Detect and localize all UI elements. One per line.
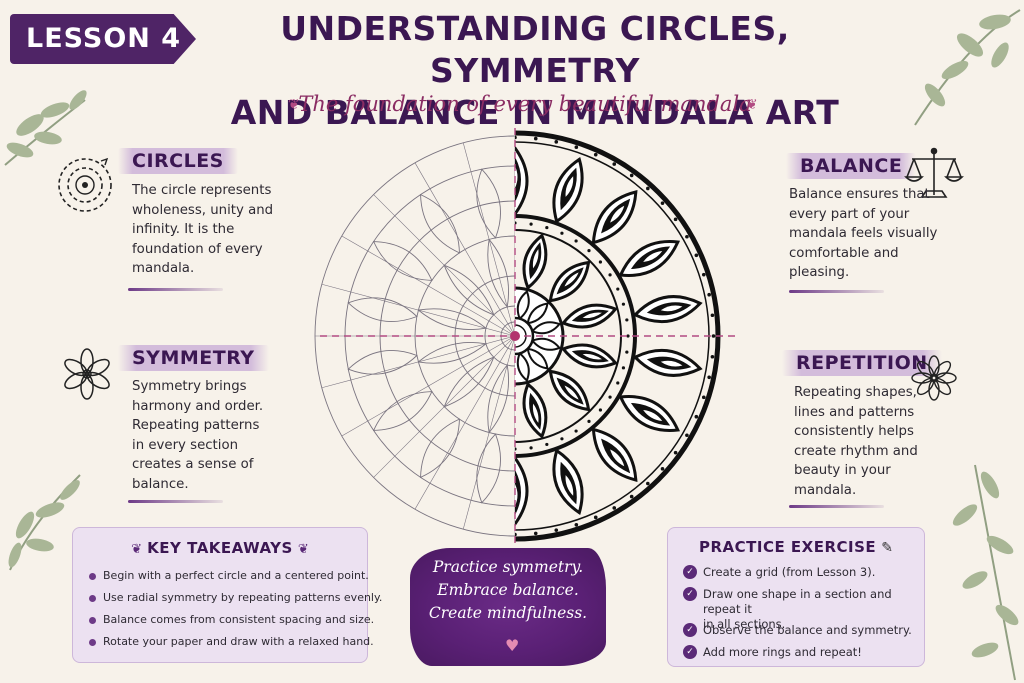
leaf-decoration-top-left [4,90,87,166]
balance-heading: BALANCE [786,153,917,179]
scales-icon [904,147,964,198]
key-takeaways-title: KEY TAKEAWAYS [147,539,293,557]
exercise-item: ✓ Draw one shape in a section and repeat… [683,587,918,632]
motto-text: Practice symmetry. Embrace balance. Crea… [410,556,606,625]
practice-exercise-box [667,527,925,667]
key-takeaways-header: ❦ KEY TAKEAWAYS ❦ [72,538,368,557]
exercise-item-text: in all sections. [703,617,786,631]
motto-line: Embrace balance. [437,581,579,599]
symmetry-underline [128,500,223,503]
flower-icon [911,355,957,401]
motto-line: Create mindfulness. [428,604,588,622]
balance-text: Balance ensures that every part of your … [789,185,964,283]
exercise-item-text: Add more rings and repeat! [703,645,862,659]
repetition-text: Repeating shapes, lines and patterns con… [794,383,944,500]
circles-line: infinity. It is the [132,222,235,237]
ornament-left-icon: ❦ [288,97,300,113]
takeaway-item: Use radial symmetry by repeating pattern… [88,591,383,604]
leaf-decoration-bottom-left [8,474,81,571]
title-line-2: AND BALANCE IN MANDALA ART [230,93,840,132]
leaf-decoration-top-right [914,9,1021,126]
takeaway-item: Rotate your paper and draw with a relaxe… [89,635,374,648]
sprig-icon: ❦ [297,542,309,557]
exercise-item-text: Observe the balance and symmetry. [703,623,912,637]
pencil-icon: ✎ [881,540,894,556]
symmetry-line: in every section [132,437,239,453]
motto-line: Practice symmetry. [432,558,584,576]
exercise-item: ✓ Create a grid (from Lesson 3). [683,565,876,580]
balance-line: every part of your [789,206,910,222]
takeaway-item: Begin with a perfect circle and a center… [89,569,369,582]
symmetry-line: harmony and order. [132,398,264,414]
repetition-line: lines and patterns [794,404,915,420]
practice-exercise-header: PRACTICE EXERCISE ✎ [667,537,925,556]
repetition-line: create rhythm and [794,443,918,459]
repetition-underline [789,505,884,508]
circles-line: wholeness, unity and [132,202,274,218]
symmetry-line: Symmetry brings [132,379,247,394]
repetition-line: mandala. [794,482,857,498]
sprig-icon: ❦ [131,542,143,557]
symmetry-text: Symmetry brings harmony and order. Repea… [132,377,282,494]
repetition-line: beauty in your [794,463,891,478]
page-title: UNDERSTANDING CIRCLES, SYMMETRY AND BALA… [205,8,865,134]
lesson-badge: LESSON 4 [10,14,196,64]
practice-exercise-title: PRACTICE EXERCISE [698,538,877,556]
circles-underline [128,288,223,291]
repetition-heading: REPETITION [782,350,942,376]
balance-line: Balance ensures that [789,187,930,202]
circles-text: The circle represents wholeness, unity a… [132,181,282,279]
symmetry-line: balance. [132,476,189,492]
symmetry-line: Repeating patterns [132,418,260,433]
check-icon: ✓ [683,645,697,659]
subtitle: The foundation of every beautiful mandal… [298,92,752,116]
leaf-decoration-bottom-right [952,464,1019,681]
flower-icon [64,348,110,400]
mandala-illustration [314,128,735,548]
key-takeaways-box [72,527,368,663]
balance-line: mandala feels visually [789,226,938,241]
concentric-circles-icon [58,157,112,212]
circles-line: The circle represents [132,183,272,198]
circles-line: mandala. [132,261,195,276]
circles-heading: CIRCLES [118,148,238,174]
circles-line: foundation of every [132,241,263,257]
check-icon: ✓ [683,623,697,637]
symmetry-line: creates a sense of [132,457,254,472]
symmetry-heading: SYMMETRY [118,345,269,371]
balance-line: comfortable and [789,245,899,261]
heart-icon: ♥ [505,636,520,655]
balance-underline [789,290,884,293]
exercise-item: ✓ Add more rings and repeat! [683,645,862,660]
motto-brush-card [410,548,606,666]
check-icon: ✓ [683,565,697,579]
balance-line: pleasing. [789,265,850,280]
title-line-1: UNDERSTANDING CIRCLES, SYMMETRY [280,9,790,90]
exercise-item-text: Draw one shape in a section and repeat i… [703,587,892,616]
takeaway-item: Balance comes from consistent spacing an… [88,613,375,626]
exercise-item-text: Create a grid (from Lesson 3). [703,565,876,579]
repetition-line: consistently helps [794,424,914,439]
exercise-item: ✓ Observe the balance and symmetry. [683,623,912,638]
repetition-line: Repeating shapes, [794,385,917,400]
check-icon: ✓ [683,587,697,601]
ornament-right-icon: ❦ [746,97,758,113]
